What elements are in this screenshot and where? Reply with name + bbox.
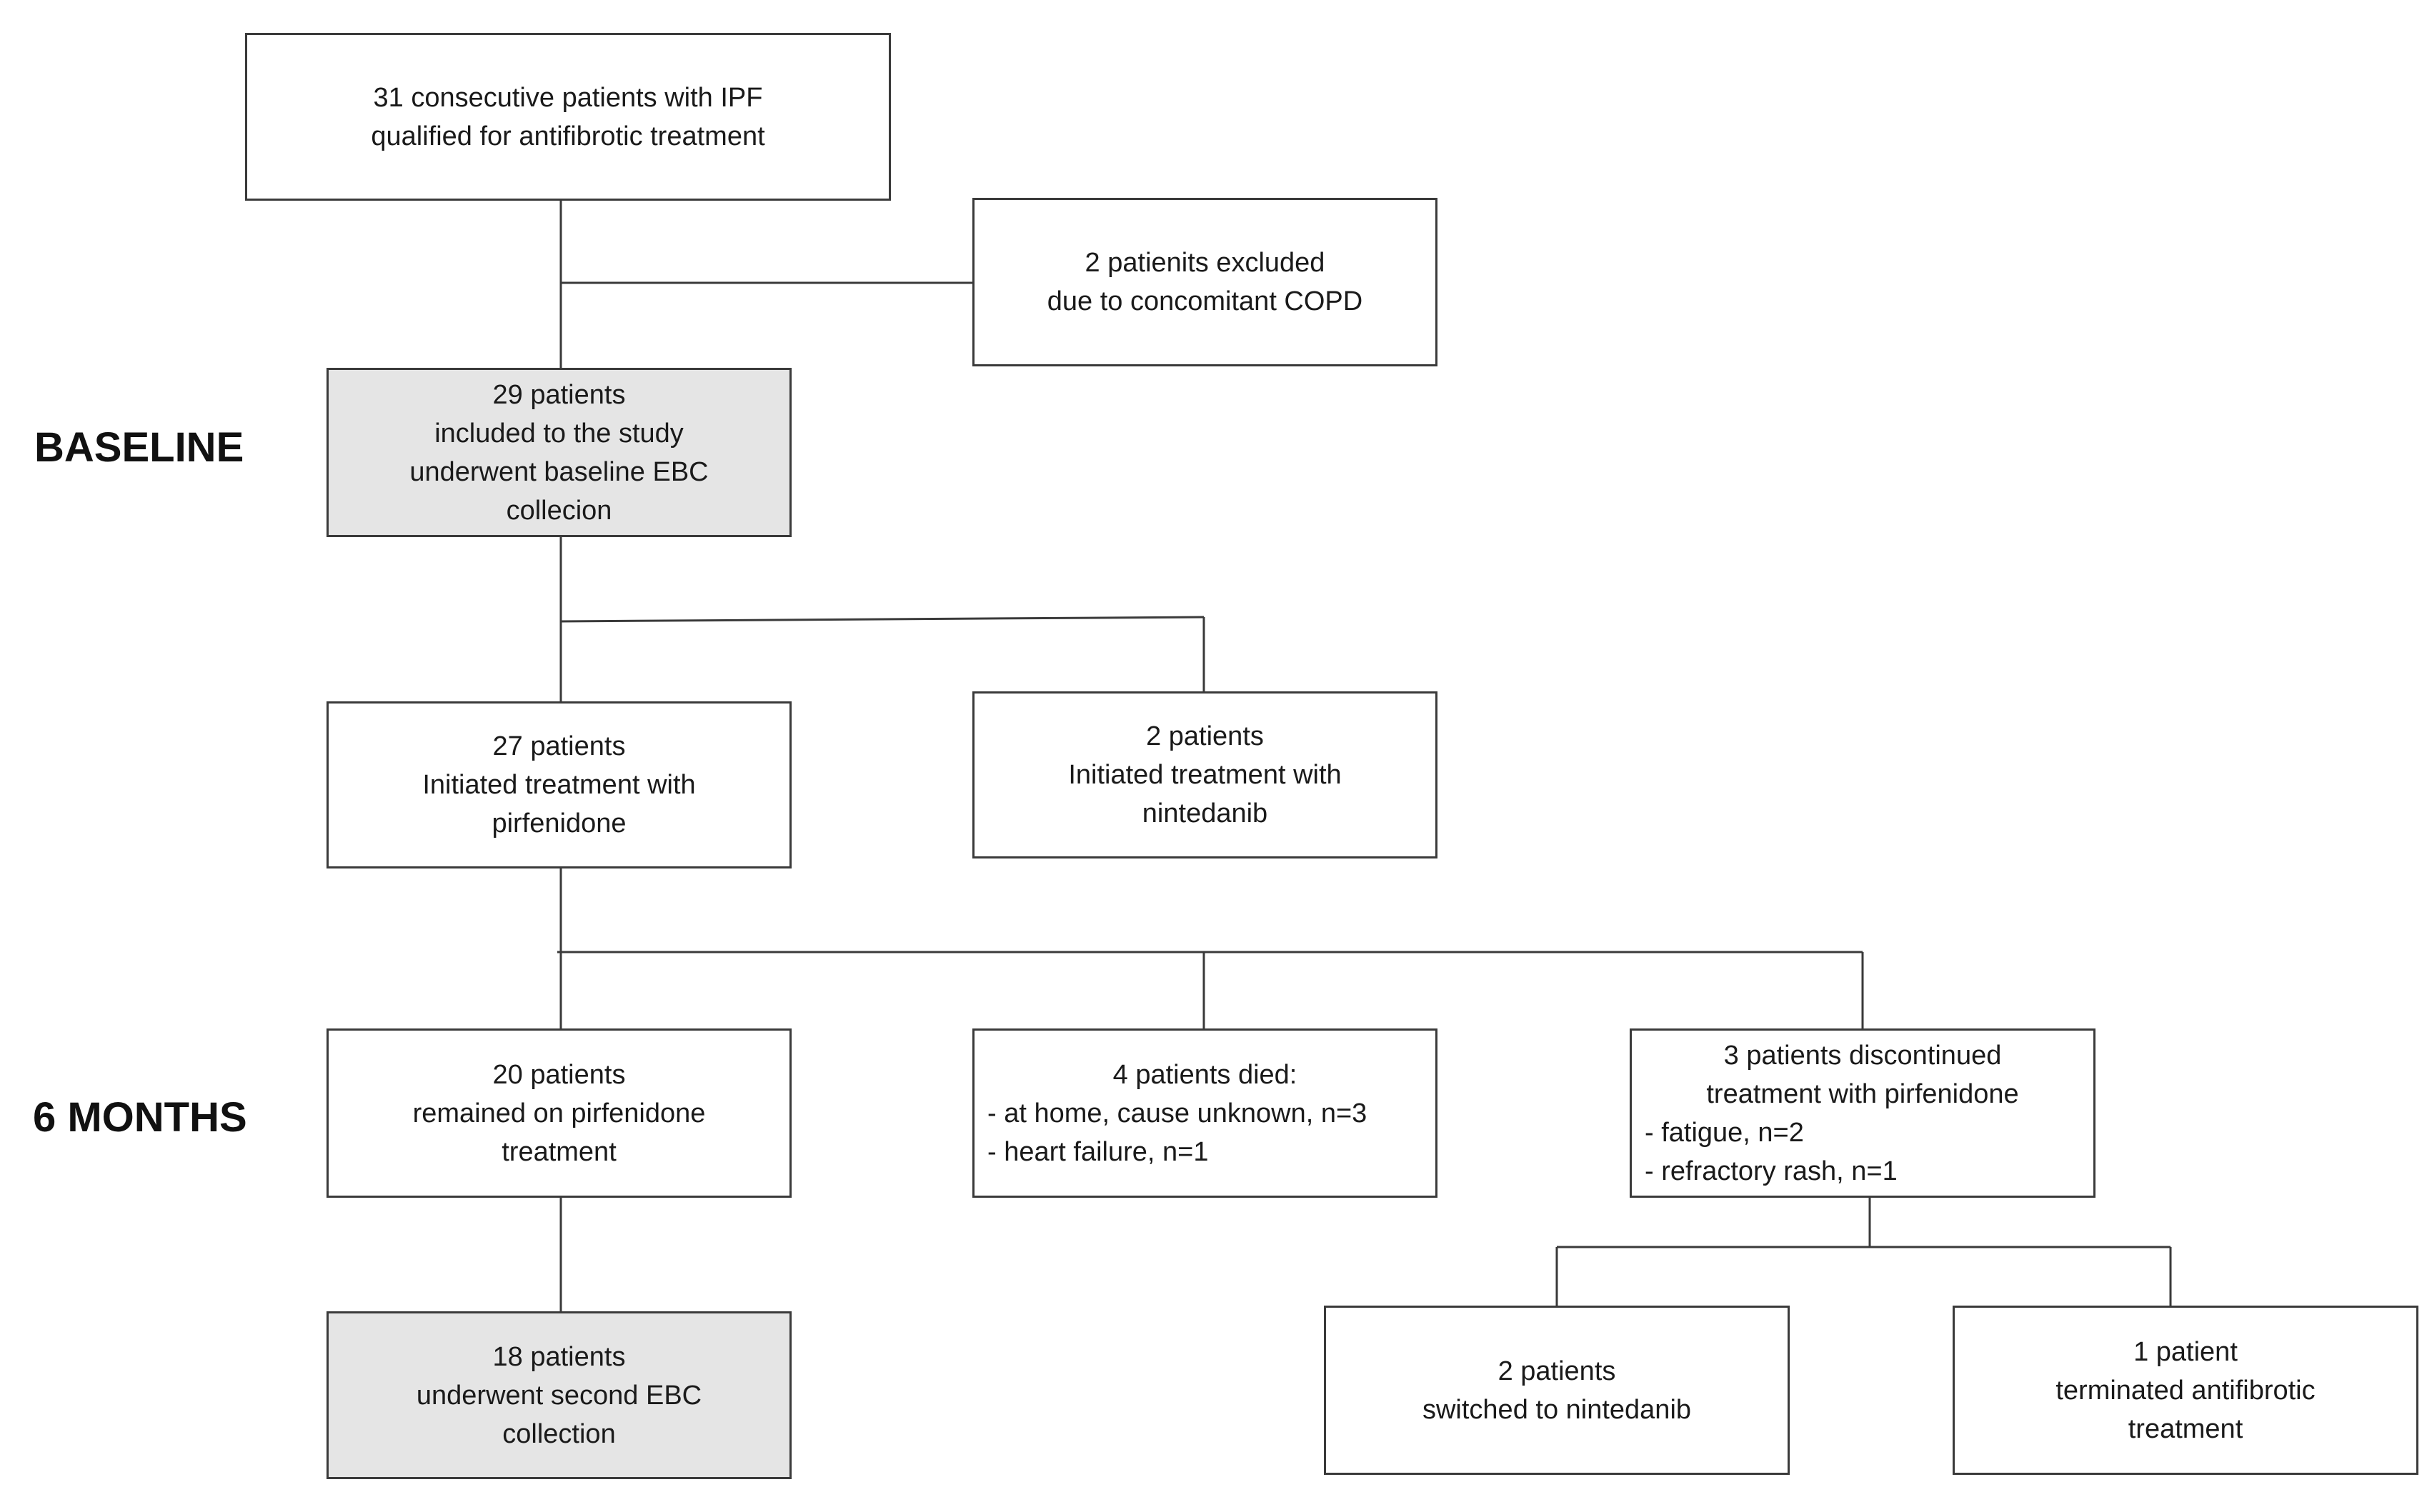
box-heading: 3 patients discontinued [1723,1040,2002,1071]
box-text-line: collecion [506,495,612,526]
box-text-line: 31 consecutive patients with IPF [373,82,763,113]
box-list-item: - refractory rash, n=1 [1645,1156,1898,1186]
box-excluded-patients: 2 patienits excluded due to concomitant … [972,198,1437,366]
stage-label-six-months: 6 MONTHS [33,1094,247,1141]
box-text-line: treatment [2128,1413,2243,1444]
box-pirfenidone-initiated: 27 patients Initiated treatment with pir… [327,701,792,868]
box-text-line: collection [502,1418,616,1449]
stage-label-baseline: BASELINE [34,424,244,471]
box-text-line: Initiated treatment with [422,770,696,800]
box-text-line: 2 patienits excluded [1085,248,1325,278]
box-text-line: terminated antifibrotic [2055,1375,2316,1406]
box-text-line: underwent second EBC [416,1380,702,1411]
box-text-line: switched to nintedanib [1422,1394,1692,1425]
box-list-item: - fatigue, n=2 [1645,1117,1804,1148]
box-heading: 4 patients died: [1112,1059,1297,1090]
box-text-line: pirfenidone [492,808,627,838]
box-switched-to-nintedanib: 2 patients switched to nintedanib [1324,1306,1790,1475]
box-text-line: nintedanib [1142,798,1268,828]
box-discontinued-treatment: 3 patients discontinued treatment with p… [1630,1028,2095,1198]
box-text-line: treatment [502,1136,617,1167]
box-text-line: 2 patients [1146,721,1264,751]
box-text-line: 18 patients [492,1341,626,1372]
box-remained-on-pirfenidone: 20 patients remained on pirfenidone trea… [327,1028,792,1198]
box-list-item: - heart failure, n=1 [987,1136,1209,1167]
box-second-ebc-collection: 18 patients underwent second EBC collect… [327,1311,792,1479]
box-patients-died: 4 patients died: - at home, cause unknow… [972,1028,1437,1198]
box-list-item: - at home, cause unknown, n=3 [987,1098,1367,1128]
box-text-line: remained on pirfenidone [412,1098,706,1128]
box-text-line: underwent baseline EBC [409,456,709,487]
box-text-line: 2 patients [1497,1356,1616,1386]
box-text-line: qualified for antifibrotic treatment [371,121,765,151]
box-text-line: due to concomitant COPD [1047,286,1363,316]
box-text-line: 1 patient [2133,1336,2238,1367]
box-terminated-treatment: 1 patient terminated antifibrotic treatm… [1953,1306,2418,1475]
box-consecutive-patients: 31 consecutive patients with IPF qualifi… [245,33,891,201]
box-nintedanib-initiated: 2 patients Initiated treatment with nint… [972,691,1437,858]
box-heading: treatment with pirfenidone [1706,1078,2019,1109]
box-text-line: 27 patients [492,731,626,761]
connector-split-horizontal-1 [560,616,1205,623]
box-text-line: 29 patients [492,379,626,410]
box-text-line: included to the study [434,418,684,449]
box-text-line: Initiated treatment with [1068,760,1342,790]
box-included-patients: 29 patients included to the study underw… [327,368,792,537]
box-text-line: 20 patients [492,1059,626,1090]
